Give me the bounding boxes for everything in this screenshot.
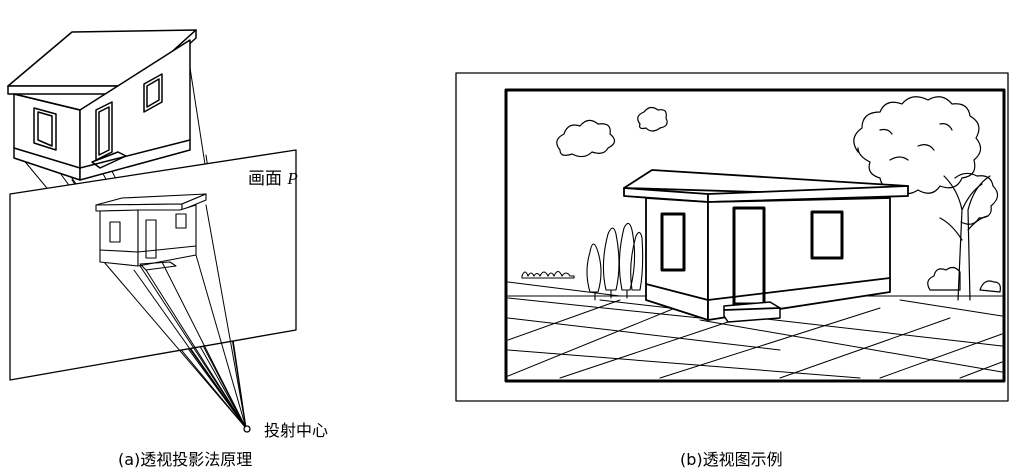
picture-plane-label: 画面 P xyxy=(248,164,298,189)
caption-a: (a)透视投影法原理 xyxy=(118,450,253,469)
inner-frame xyxy=(504,88,1006,383)
projection-center-point xyxy=(243,425,251,433)
picture-plane-symbol: P xyxy=(287,169,298,188)
projection-center-label: 投射中心 xyxy=(264,421,329,440)
background-trees xyxy=(521,222,644,301)
projected-house xyxy=(95,193,207,271)
outer-frame xyxy=(455,72,1009,402)
perspective-example xyxy=(455,72,1009,402)
projection-rays-front xyxy=(103,204,247,429)
example-house xyxy=(623,169,909,323)
projection-diagram xyxy=(7,29,297,433)
picture-plane xyxy=(9,149,297,381)
picture-plane-text: 画面 xyxy=(248,169,282,189)
object-house xyxy=(7,29,197,181)
clouds xyxy=(556,106,668,158)
caption-b: (b)透视图示例 xyxy=(680,450,783,469)
tree xyxy=(853,96,1001,301)
